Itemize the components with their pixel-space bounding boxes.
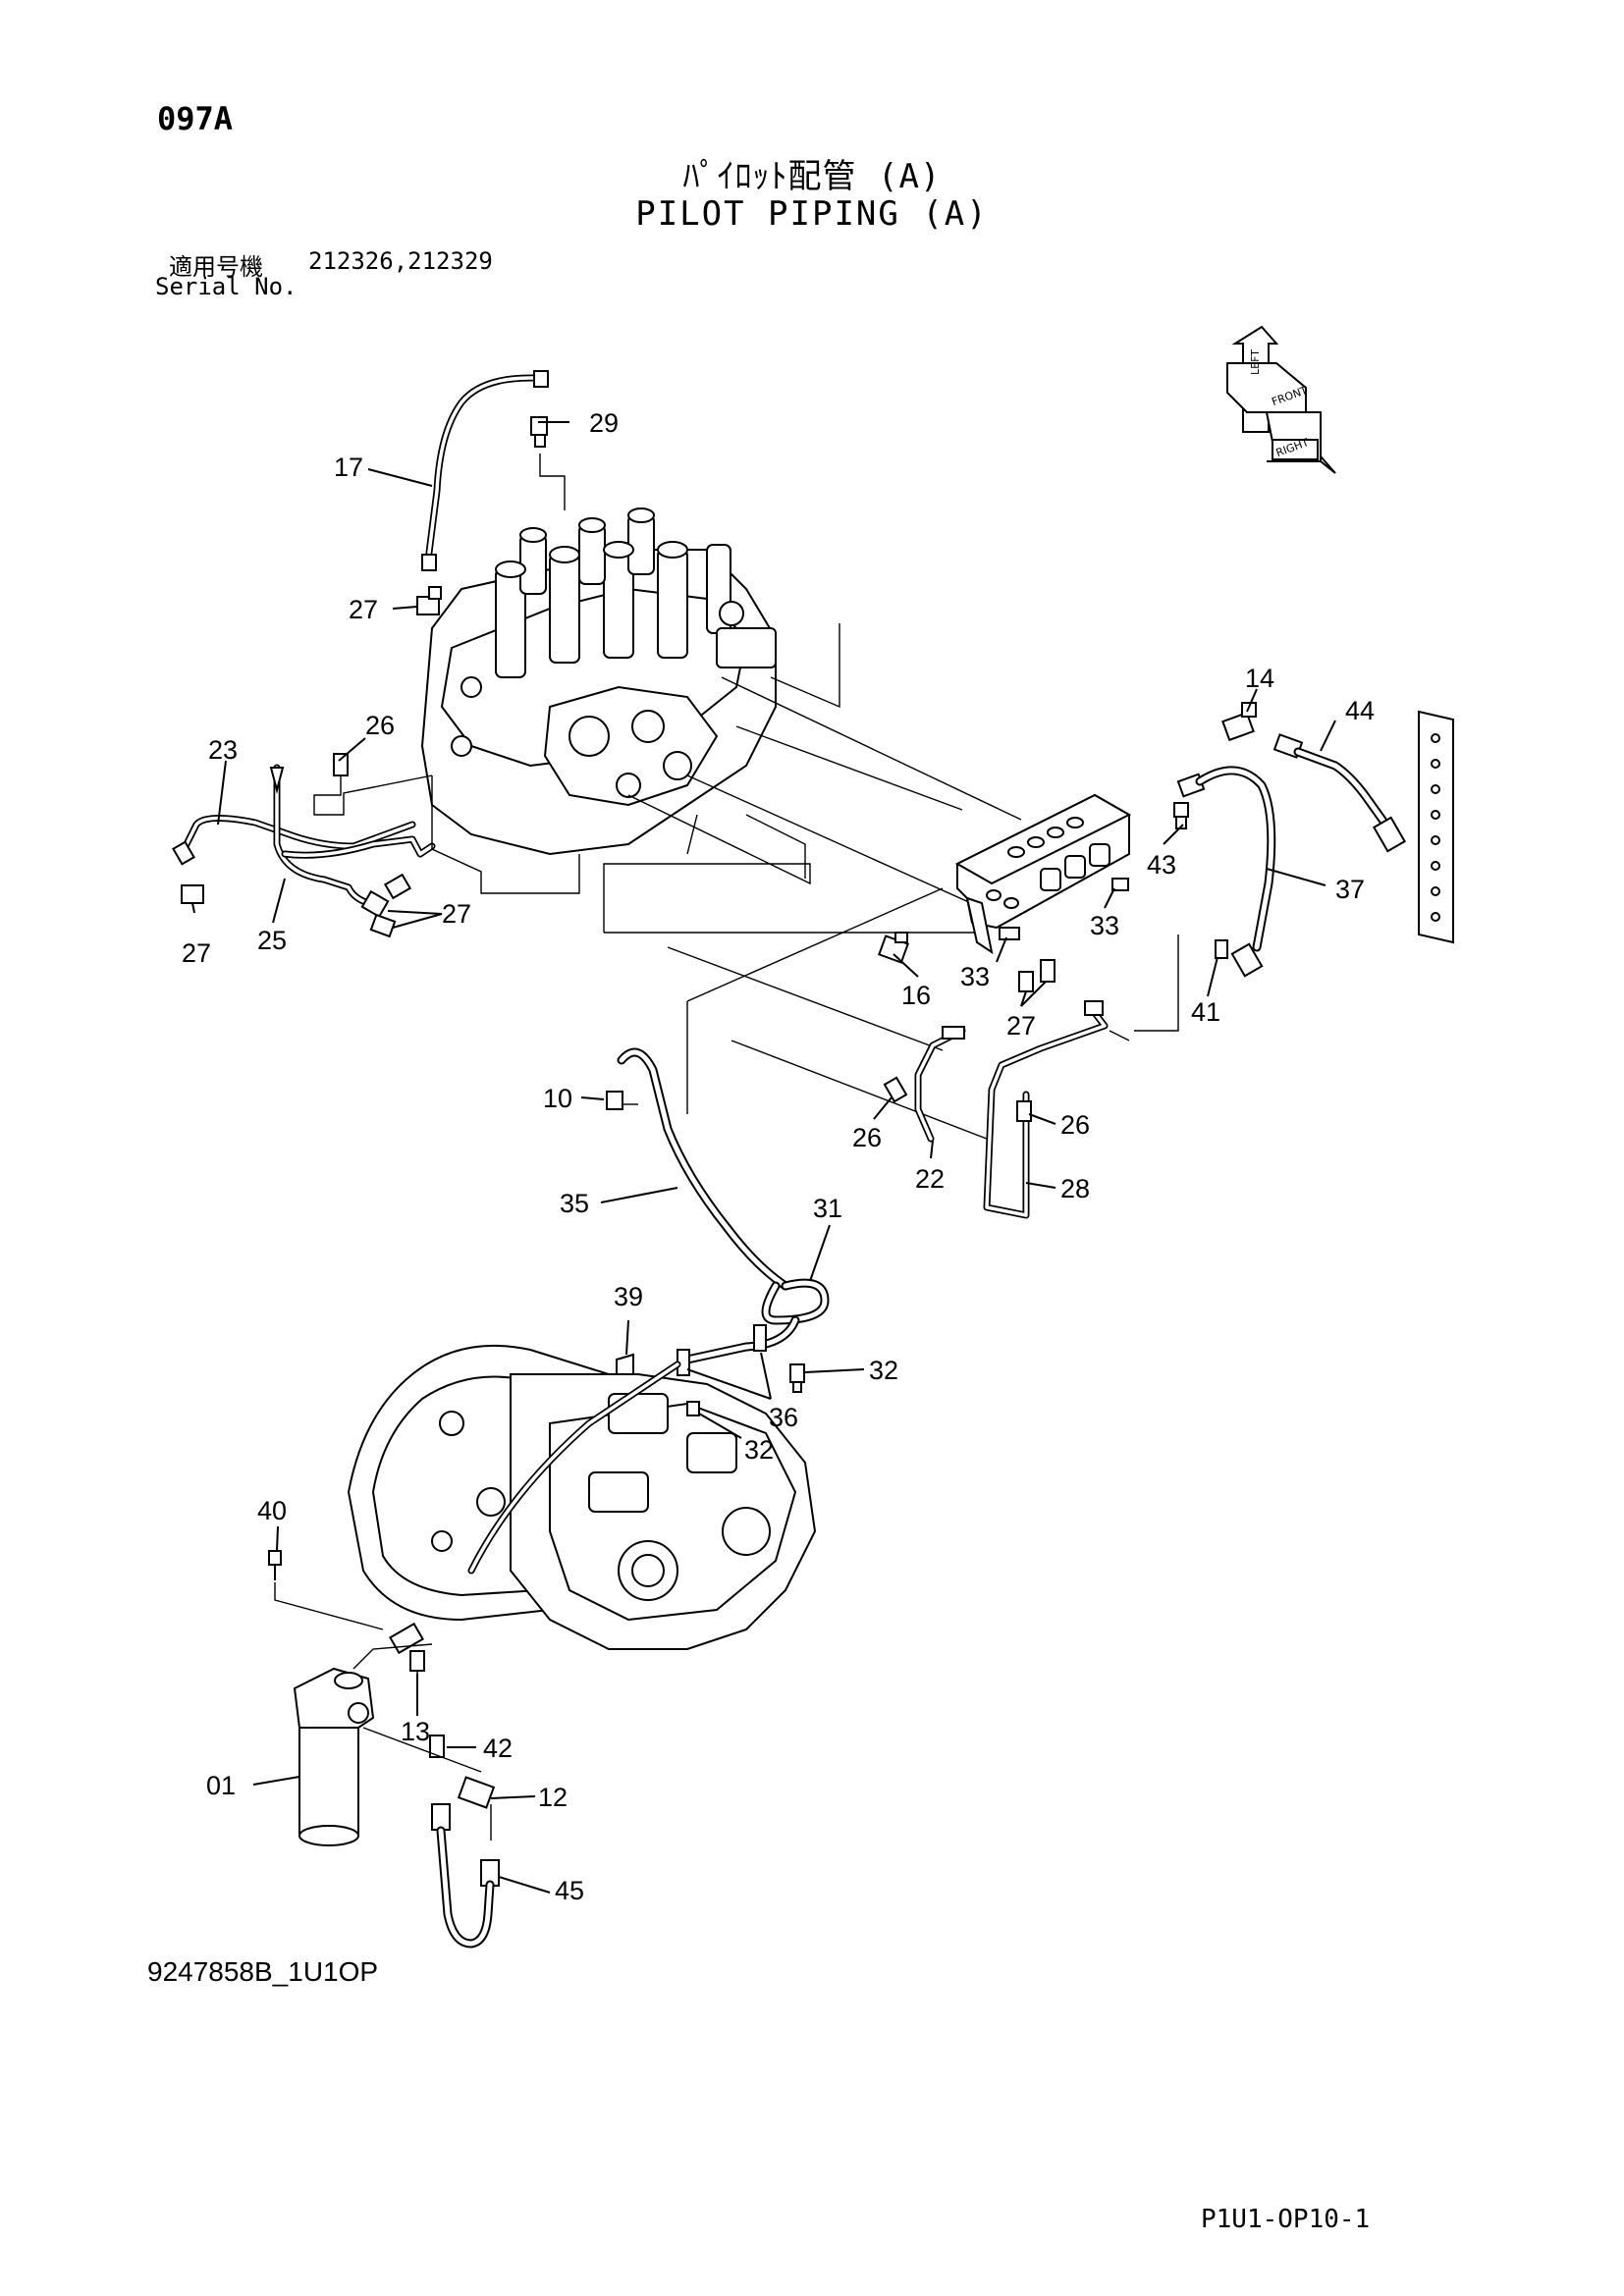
fitting-13 <box>389 1622 425 1708</box>
title-english: PILOT PIPING (A) <box>635 194 989 234</box>
title-japanese: ﾊﾟｲﾛｯﾄ配管 (A) <box>682 157 942 196</box>
callout-37: 37 <box>1335 875 1365 904</box>
callout-39: 39 <box>614 1282 643 1311</box>
callout-23: 23 <box>208 735 238 765</box>
fitting-27-upper <box>416 586 442 615</box>
callout-01: 01 <box>206 1771 236 1800</box>
pipe-17 <box>421 370 549 571</box>
callout-10: 10 <box>543 1084 572 1113</box>
callout-28: 28 <box>1060 1174 1090 1203</box>
elbow-10 <box>606 1091 638 1110</box>
line-filter-01 <box>293 1643 482 1846</box>
hose-45 <box>431 1803 500 1949</box>
callout-43: 43 <box>1147 850 1176 880</box>
fitting-27-right <box>1018 959 1056 992</box>
callout-27-left: 27 <box>182 938 211 968</box>
leader-lines <box>191 421 1336 1894</box>
pipe-23 <box>172 814 416 866</box>
callout-25: 25 <box>257 926 287 955</box>
callout-27-upper: 27 <box>349 595 378 624</box>
bolt-32-upper <box>789 1363 805 1393</box>
callout-32-lower: 32 <box>744 1435 774 1465</box>
callout-22: 22 <box>915 1164 945 1194</box>
callout-33-lower: 33 <box>960 962 990 991</box>
hose-31 <box>682 1278 830 1364</box>
pipe-22 <box>914 1026 966 1143</box>
bracket-strip <box>1418 710 1454 944</box>
pipe-28 <box>983 1000 1109 1219</box>
connection-lines <box>431 623 1179 1142</box>
bolt-32-lower <box>686 1401 700 1416</box>
fitting-43 <box>1173 802 1189 829</box>
callout-27-middle: 27 <box>442 899 471 929</box>
callout-42: 42 <box>483 1734 513 1763</box>
fitting-29 <box>530 416 566 510</box>
pilot-manifold-block <box>954 793 1132 955</box>
main-pump-assembly <box>347 1344 817 1650</box>
fitting-26-lower <box>883 1076 1032 1122</box>
callout-17: 17 <box>334 453 363 482</box>
bolt-33-upper <box>1111 878 1129 891</box>
callout-31: 31 <box>813 1194 842 1223</box>
callout-35: 35 <box>560 1189 589 1218</box>
control-valve-assembly <box>420 507 777 856</box>
adapter-42 <box>429 1735 445 1758</box>
fitting-14 <box>1221 702 1257 742</box>
fitting-16 <box>878 932 909 964</box>
callout-40: 40 <box>257 1496 287 1525</box>
page-reference: P1U1-OP10-1 <box>1201 2205 1371 2234</box>
serial-label-english: Serial No. <box>155 273 298 300</box>
callout-labels: 29 17 27 26 23 27 25 27 14 44 43 37 33 3… <box>182 408 1375 1905</box>
callout-14: 14 <box>1245 664 1274 693</box>
callout-27-right: 27 <box>1006 1011 1036 1041</box>
drawing-code: 9247858B_1U1OP <box>147 1956 379 1987</box>
pipe-25 <box>269 764 436 907</box>
callout-13: 13 <box>401 1717 430 1746</box>
bolt-33-lower <box>999 927 1020 940</box>
callout-26-lower-left: 26 <box>852 1123 882 1152</box>
callout-16: 16 <box>901 981 931 1010</box>
callout-32-upper: 32 <box>869 1356 898 1385</box>
callout-12: 12 <box>538 1783 568 1812</box>
callout-45: 45 <box>555 1876 584 1905</box>
callout-29: 29 <box>589 408 619 438</box>
hose-44 <box>1272 733 1407 853</box>
page-code: 097A <box>157 100 234 137</box>
callout-26-lower-right: 26 <box>1060 1110 1090 1140</box>
callout-26-left: 26 <box>365 711 395 740</box>
serial-label-japanese: 適用号機 <box>169 253 263 281</box>
elbow-12 <box>457 1776 496 1841</box>
fitting-26-left <box>313 753 433 816</box>
orientation-icon: LEFT FRONT RIGHT <box>1226 325 1336 474</box>
serial-numbers: 212326,212329 <box>308 247 493 275</box>
bolt-40 <box>268 1550 384 1630</box>
hose-37 <box>1176 766 1276 978</box>
callout-33-upper: 33 <box>1090 911 1119 940</box>
callout-41: 41 <box>1191 997 1220 1027</box>
hose-35 <box>617 1047 790 1291</box>
callout-36: 36 <box>769 1403 798 1432</box>
fitting-41 <box>1215 939 1228 959</box>
fitting-27-left <box>181 873 412 938</box>
callout-44: 44 <box>1345 696 1375 725</box>
orientation-label-left: LEFT <box>1249 349 1262 375</box>
